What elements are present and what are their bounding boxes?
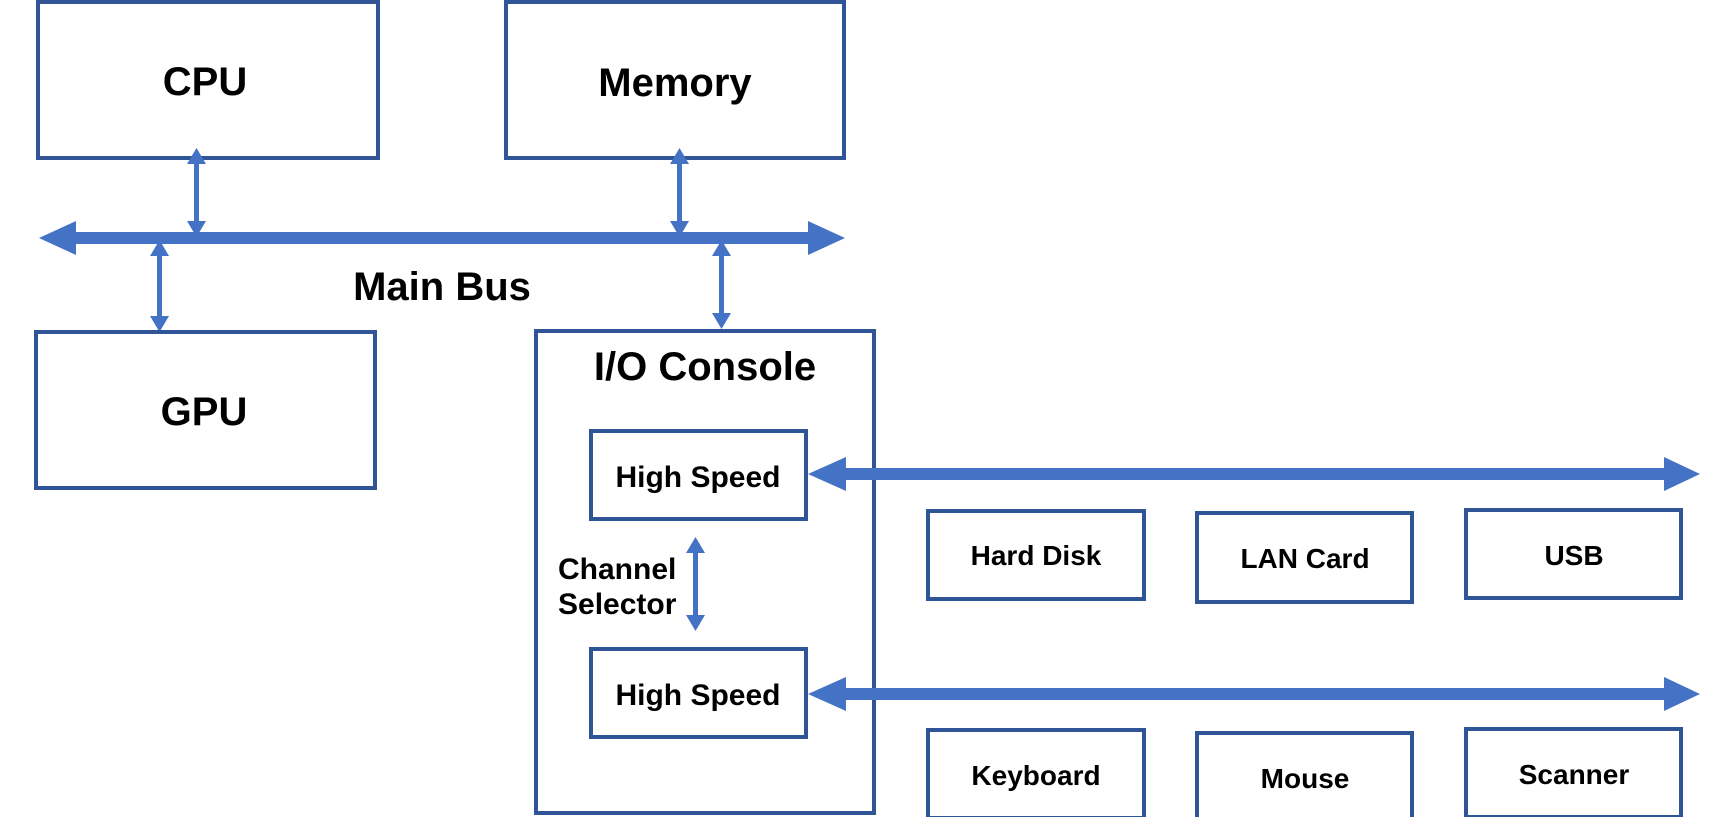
- cpu-box: [36, 0, 380, 160]
- mouse-box: [1195, 731, 1414, 817]
- main-bus-right-arrowhead: [808, 221, 845, 255]
- main-bus-left-arrowhead: [39, 221, 76, 255]
- memory-box: [504, 0, 846, 160]
- channel-selector-arrow: [686, 537, 705, 631]
- main-bus: Main Bus: [39, 221, 845, 309]
- channel-selector-label-line2: Selector: [558, 588, 677, 621]
- channel-selector-label-line1: Channel: [558, 553, 676, 586]
- scanner-label: Scanner: [1519, 759, 1630, 790]
- gpu-label: GPU: [161, 390, 248, 434]
- gpu-bus-connector: [150, 240, 169, 332]
- lan-card-label: LAN Card: [1240, 543, 1369, 574]
- gpu-box: [34, 330, 377, 490]
- channel-2-arrow: [808, 677, 1700, 711]
- hard-disk-box: [926, 509, 1146, 601]
- main-bus-line: [70, 232, 810, 244]
- device-scanner: Scanner: [1464, 727, 1683, 817]
- io-bus-connector: [712, 240, 731, 329]
- device-mouse: Mouse: [1195, 731, 1414, 817]
- memory-label: Memory: [598, 61, 752, 105]
- high-speed-box-2: [589, 647, 808, 739]
- keyboard-label: Keyboard: [971, 760, 1100, 791]
- gpu-block: GPU: [34, 330, 377, 490]
- main-bus-label: Main Bus: [353, 265, 531, 309]
- device-usb: USB: [1464, 508, 1683, 600]
- mouse-label: Mouse: [1261, 763, 1350, 794]
- channel-1-arrow: [808, 457, 1700, 491]
- io-console-label: I/O Console: [594, 345, 816, 389]
- high-speed-label-2: High Speed: [615, 679, 780, 712]
- scanner-box: [1464, 727, 1683, 817]
- cpu-label: CPU: [163, 60, 247, 104]
- device-hard-disk: Hard Disk: [926, 509, 1146, 601]
- device-keyboard: Keyboard: [926, 728, 1146, 817]
- high-speed-label-1: High Speed: [615, 461, 780, 494]
- lan-card-box: [1195, 511, 1414, 604]
- usb-box: [1464, 508, 1683, 600]
- hard-disk-label: Hard Disk: [971, 540, 1102, 571]
- high-speed-box-1: [589, 429, 808, 521]
- device-lan-card: LAN Card: [1195, 511, 1414, 604]
- cpu-block: CPU: [36, 0, 380, 160]
- io-console-block: I/O Console High Speed High Speed Channe…: [534, 329, 876, 815]
- keyboard-box: [926, 728, 1146, 817]
- memory-block: Memory: [504, 0, 846, 160]
- cpu-bus-connector: [187, 148, 206, 237]
- usb-label: USB: [1544, 540, 1603, 571]
- memory-bus-connector: [670, 148, 689, 237]
